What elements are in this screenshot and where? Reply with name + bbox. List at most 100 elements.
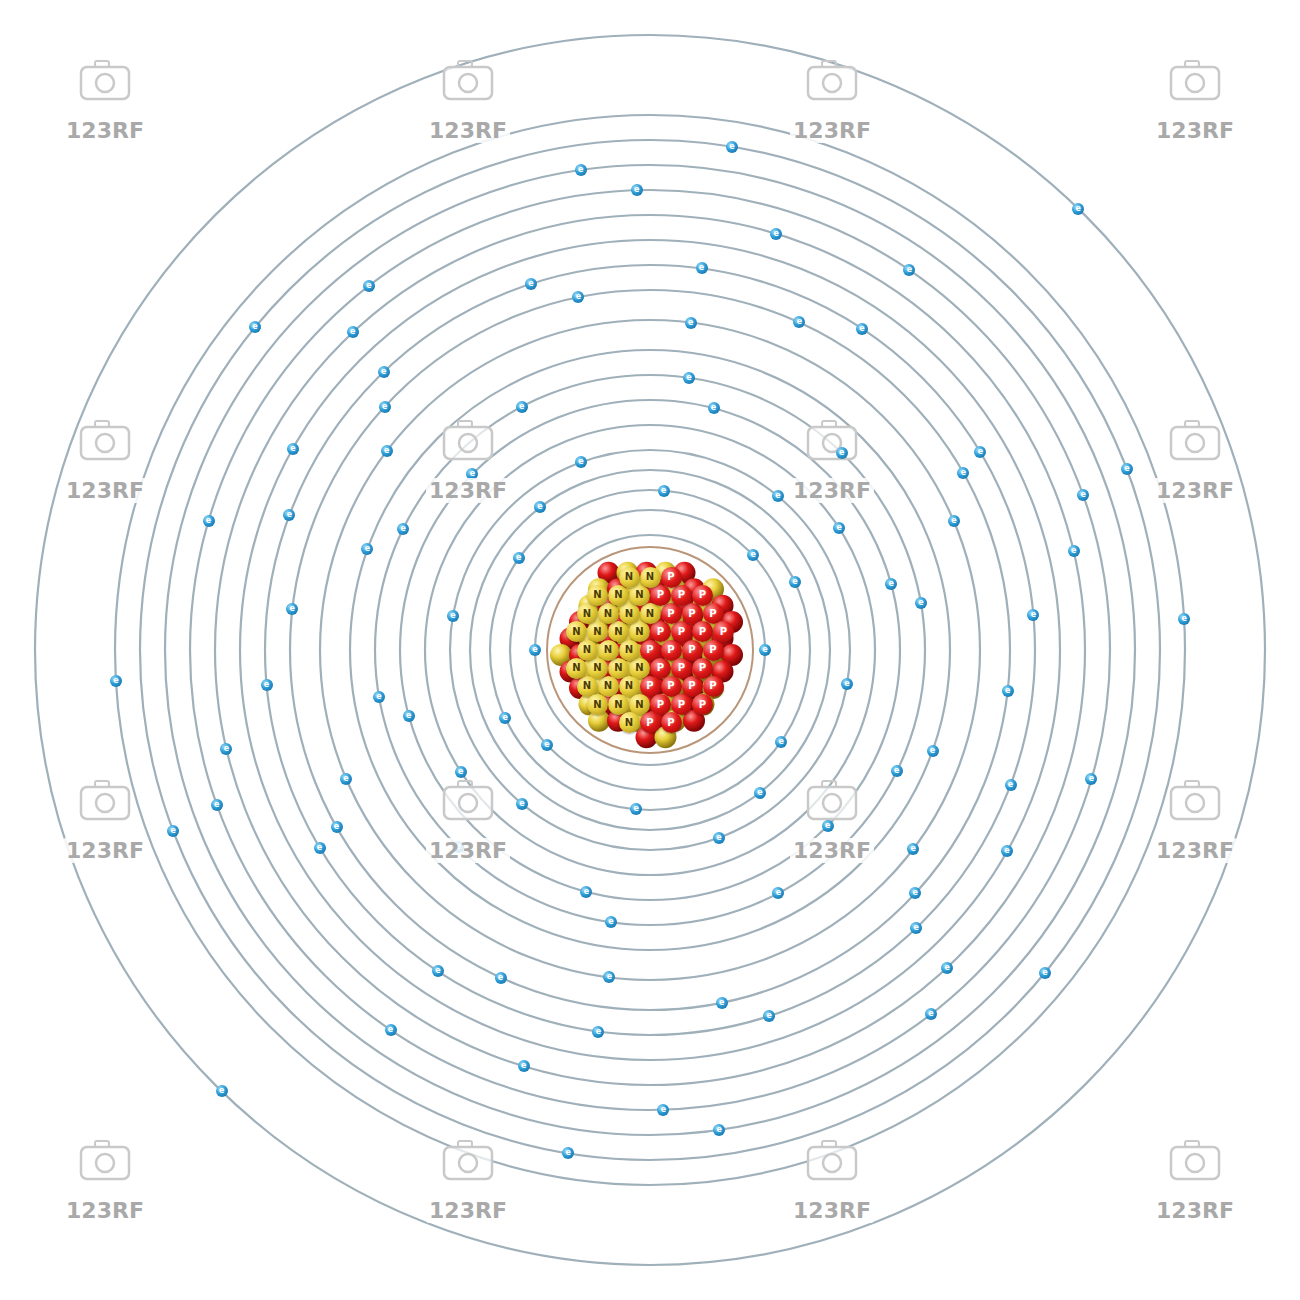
electron-ball: e (363, 280, 375, 292)
electron-ball: e (822, 820, 834, 832)
particle-symbol: P (709, 609, 716, 619)
electron-symbol: e (1004, 847, 1009, 855)
electron-symbol: e (578, 458, 583, 466)
watermark-icon (81, 421, 129, 459)
particle-symbol: P (667, 718, 674, 728)
electron-ball: e (516, 401, 528, 413)
particle-symbol: N (614, 590, 622, 600)
electron-symbol: e (519, 403, 524, 411)
electron-symbol: e (716, 834, 721, 842)
particle-symbol: P (646, 645, 653, 655)
electron-ball: e (220, 743, 232, 755)
electron-ball: e (915, 597, 927, 609)
electron-symbol: e (458, 768, 463, 776)
proton-ball: P (650, 585, 671, 606)
electron-ball: e (580, 886, 592, 898)
particle-symbol: N (614, 700, 622, 710)
particle-symbol: P (688, 681, 695, 691)
electron-symbol: e (661, 1106, 666, 1114)
watermark: 123RF (63, 118, 147, 143)
neutron-ball: N (619, 603, 640, 624)
electron-ball: e (696, 262, 708, 274)
electron-symbol: e (907, 266, 912, 274)
electron-ball: e (1068, 545, 1080, 557)
electron-ball: e (347, 326, 359, 338)
electron-symbol: e (382, 403, 387, 411)
watermark-icon (1171, 1141, 1219, 1179)
watermark: 123RF (63, 1198, 147, 1223)
electron-ball: e (286, 603, 298, 615)
particle-symbol: N (593, 627, 601, 637)
electron-symbol: e (1080, 491, 1085, 499)
electron-ball: e (770, 228, 782, 240)
electron-symbol: e (634, 186, 639, 194)
electron-symbol: e (778, 738, 783, 746)
orbit-ring (215, 215, 1085, 1085)
electron-symbol: e (287, 511, 292, 519)
electron-symbol: e (776, 889, 781, 897)
particle-symbol: N (583, 609, 591, 619)
electron-ball: e (708, 402, 720, 414)
electron-symbol: e (170, 827, 175, 835)
proton-ball: P (671, 585, 692, 606)
electron-ball: e (1027, 609, 1039, 621)
neutron-ball: N (629, 585, 650, 606)
electron-ball: e (726, 141, 738, 153)
electron-ball: e (630, 803, 642, 815)
electron-symbol: e (516, 554, 521, 562)
electron-symbol: e (911, 845, 916, 853)
electron-symbol: e (584, 888, 589, 896)
electron-ball: e (287, 443, 299, 455)
electron-ball: e (754, 787, 766, 799)
watermark: 123RF (426, 118, 510, 143)
watermark: 123RF (790, 1198, 874, 1223)
particle-symbol: N (646, 609, 654, 619)
electron-ball: e (836, 447, 848, 459)
electron-ball: e (927, 745, 939, 757)
nucleus-ring (547, 547, 753, 753)
watermark-icon (444, 61, 492, 99)
neutron-ball: N (577, 640, 598, 661)
orbit-ring (115, 115, 1185, 1185)
particle-symbol: N (625, 572, 633, 582)
electron-symbol: e (711, 404, 716, 412)
neutron-ball: N (587, 585, 608, 606)
electron-symbol: e (774, 230, 779, 238)
orbit-ring (510, 510, 790, 790)
electron-symbol: e (766, 1012, 771, 1020)
electron-ball: e (1002, 685, 1014, 697)
electron-ball: e (713, 832, 725, 844)
orbit-ring (240, 240, 1060, 1060)
particle-symbol: P (678, 590, 685, 600)
particle-symbol: P (699, 590, 706, 600)
electron-symbol: e (844, 680, 849, 688)
electron-ball: e (957, 467, 969, 479)
electron-ball: e (910, 922, 922, 934)
electron-symbol: e (400, 525, 405, 533)
electron-symbol: e (576, 293, 581, 301)
electron-ball: e (331, 821, 343, 833)
electron-symbol: e (837, 524, 842, 532)
watermark: 123RF (426, 478, 510, 503)
particle-symbol: P (667, 572, 674, 582)
orbit-ring (470, 470, 830, 830)
electron-ball: e (841, 678, 853, 690)
particle-symbol: P (699, 700, 706, 710)
neutron-ball: N (608, 585, 629, 606)
particle-symbol: P (720, 627, 727, 637)
particle-symbol: N (625, 681, 633, 691)
particle-symbol: N (572, 663, 580, 673)
proton-ball: P (703, 640, 724, 661)
electron-symbol: e (381, 368, 386, 376)
orbit-ring (425, 425, 875, 875)
neutron-ball: N (640, 567, 661, 588)
electron-ball: e (683, 372, 695, 384)
electron-symbol: e (502, 714, 507, 722)
electron-ball: e (455, 766, 467, 778)
orbit-ring (165, 165, 1135, 1135)
electron-symbol: e (792, 578, 797, 586)
electron-symbol: e (384, 447, 389, 455)
electron-ball: e (110, 675, 122, 687)
neutron-ball: N (566, 658, 587, 679)
electron-symbol: e (214, 801, 219, 809)
